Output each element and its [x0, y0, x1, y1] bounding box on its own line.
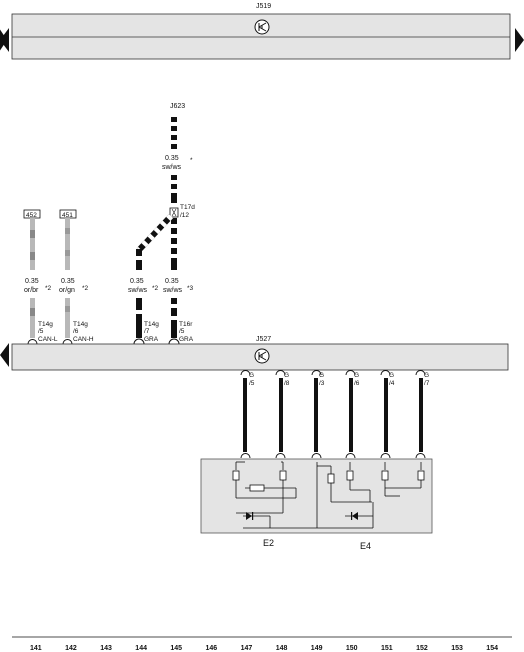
grid-number-149: 149: [311, 645, 323, 652]
top-wire-size: 0.35: [165, 155, 179, 162]
t17d-label: T17d: [180, 204, 195, 211]
grid-number-148: 148: [276, 645, 288, 652]
g-pin-6-no: /7: [424, 380, 430, 387]
top-wire-color: sw/ws: [162, 164, 182, 171]
g-pin-2-conn: G: [284, 372, 289, 379]
connector-451-label: 451: [62, 212, 73, 219]
pin-4-signal: GRA: [179, 336, 194, 343]
pin-1-no: /5: [38, 328, 44, 335]
wire-4-color: sw/ws: [163, 287, 183, 294]
wire-2-note: *2: [82, 285, 89, 292]
wire-1-size: 0.35: [25, 278, 39, 285]
grid-number-147: 147: [241, 645, 253, 652]
wire-2-color: or/gn: [59, 287, 75, 294]
grid-number-153: 153: [451, 645, 463, 652]
j519-ground-symbol: [254, 19, 270, 35]
pin-3-conn: T14g: [144, 321, 159, 328]
e4-label: E4: [360, 541, 371, 551]
pin-3-signal: GRA: [144, 336, 159, 343]
can-l-wire-lower: [30, 298, 35, 338]
j519-label: J519: [256, 3, 271, 10]
j527-label: J527: [256, 336, 271, 343]
g-pin-4-conn: G: [354, 372, 359, 379]
can-l-wire-upper: [30, 218, 35, 270]
pin-4-no: /5: [179, 328, 185, 335]
grid-number-145: 145: [170, 645, 182, 652]
grid-numbers: 141 142 143 144 145 146 147 148 149 150 151 152 153 1…: [30, 645, 498, 652]
grid-number-144: 144: [135, 645, 147, 652]
grid-number-151: 151: [381, 645, 393, 652]
grid-number-143: 143: [100, 645, 112, 652]
j623-wire: [171, 117, 177, 203]
grid-number-142: 142: [65, 645, 77, 652]
page-right-arrow-top[interactable]: [515, 28, 524, 52]
g-pin-4-no: /6: [354, 380, 360, 387]
wire-4-size: 0.35: [165, 278, 179, 285]
gra-wire-1-lower: [136, 298, 142, 338]
can-h-wire-upper: [65, 218, 70, 270]
can-h-wire-lower: [65, 298, 70, 338]
g-pin-3-conn: G: [319, 372, 324, 379]
pin-1-signal: CAN-L: [38, 336, 58, 343]
pin-4-conn: T16r: [179, 321, 193, 328]
pin-2-signal: CAN-H: [73, 336, 94, 343]
gra-wire-2-lower: [171, 298, 177, 338]
j527-ground-symbol: [254, 348, 270, 364]
wire-2-size: 0.35: [61, 278, 75, 285]
g-pin-1-conn: G: [249, 372, 254, 379]
page-left-arrow-top-shape: [0, 28, 9, 52]
g-pin-5-no: /4: [389, 380, 395, 387]
wire-3-note: *2: [152, 285, 159, 292]
grid-number-150: 150: [346, 645, 358, 652]
pin-2-conn: T14g: [73, 321, 88, 328]
pin-2-no: /6: [73, 328, 79, 335]
wire-4-note: *3: [187, 285, 194, 292]
t17d-down-wire: [171, 218, 177, 270]
g-output-wires: [243, 378, 423, 452]
grid-number-152: 152: [416, 645, 428, 652]
wire-3-color: sw/ws: [128, 287, 148, 294]
g-pin-6-conn: G: [424, 372, 429, 379]
pin-1-conn: T14g: [38, 321, 53, 328]
g-pin-5-conn: G: [389, 372, 394, 379]
j623-label: J623: [170, 103, 185, 110]
connector-452-label: 452: [26, 212, 37, 219]
j527-input-terminals: [27, 338, 180, 345]
top-wire-note: *: [190, 157, 193, 164]
grid-number-154: 154: [486, 645, 498, 652]
wire-1-color: or/br: [24, 287, 39, 294]
g-pin-terminals: [240, 370, 426, 376]
g-pin-1-no: /5: [249, 380, 255, 387]
e2-label: E2: [263, 538, 274, 548]
pin-3-no: /7: [144, 328, 150, 335]
t17d-pin: /12: [180, 212, 189, 219]
g-pin-2-no: /8: [284, 380, 290, 387]
diagonal-wire: [136, 213, 174, 270]
grid-number-146: 146: [206, 645, 218, 652]
wire-3-size: 0.35: [130, 278, 144, 285]
page-left-arrow-mid[interactable]: [0, 343, 9, 367]
diode-symbols: [246, 512, 358, 520]
switch-assembly-terminals: [240, 453, 426, 459]
switch-assembly-circuit: [232, 461, 425, 529]
grid-number-141: 141: [30, 645, 42, 652]
g-pin-3-no: /3: [319, 380, 325, 387]
wire-1-note: *2: [45, 285, 52, 292]
